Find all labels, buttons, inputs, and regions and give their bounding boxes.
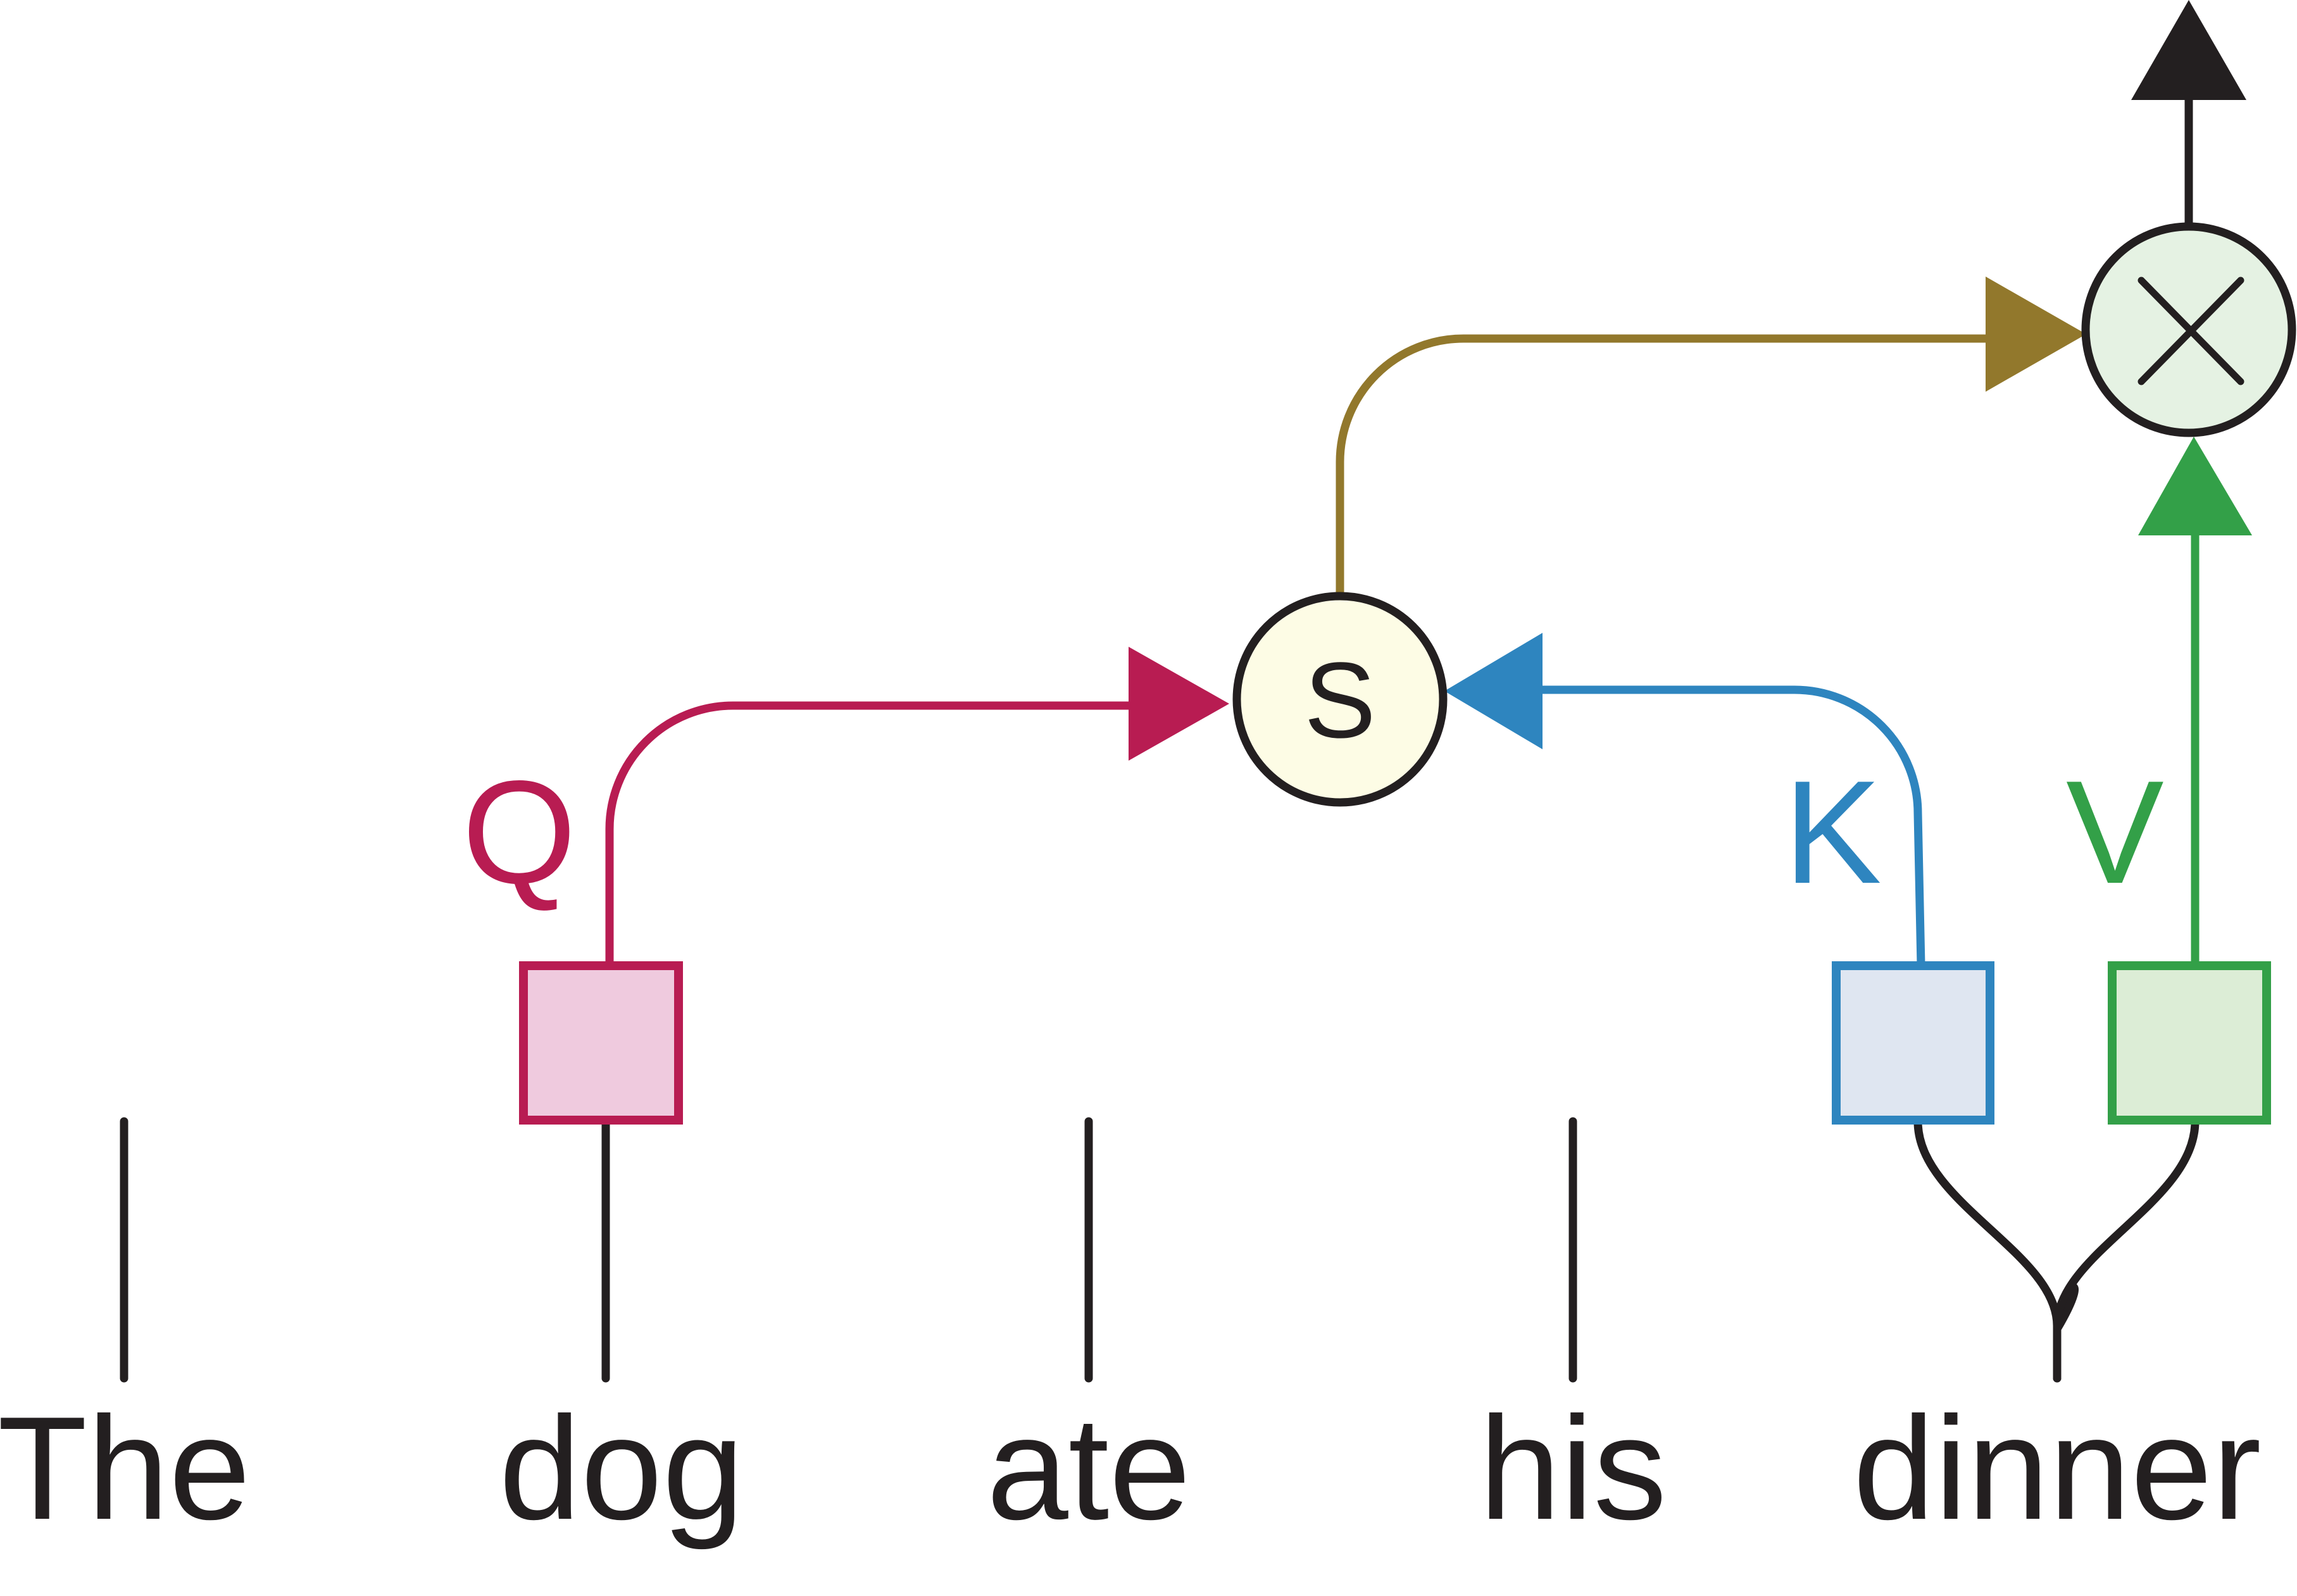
key-arrowhead-icon [1444, 633, 1543, 749]
output-arrowhead-icon [2131, 0, 2246, 100]
key-label: K [1784, 751, 1882, 914]
query-arrowhead-icon [1129, 647, 1229, 761]
value-label: V [2066, 751, 2164, 914]
value-box [2108, 961, 2271, 1125]
token-word: his [1479, 1387, 1667, 1550]
score-node [1232, 592, 1448, 807]
token-stems [120, 1117, 2079, 1383]
key-box [1832, 961, 1994, 1125]
multiply-icon [2137, 277, 2244, 385]
score-node-symbol: S [1304, 640, 1375, 761]
query-connector [605, 701, 1146, 965]
value-arrowhead-icon [2138, 437, 2252, 535]
circle-multiply-icon [2081, 222, 2296, 437]
key-connector [1519, 685, 1925, 966]
score-output-arrowhead-icon [1986, 277, 2086, 392]
query-label: Q [462, 751, 576, 914]
token-word: dinner [1853, 1387, 2262, 1550]
fork-to-key [1913, 1117, 2062, 1330]
query-box [519, 961, 683, 1125]
score-output-connector [1336, 334, 2006, 595]
circle-s-icon: S [1232, 592, 1448, 807]
token-word: The [0, 1387, 251, 1550]
fork-to-value [2053, 1117, 2200, 1330]
token-word: dog [499, 1387, 744, 1550]
token-word: ate [987, 1387, 1191, 1550]
dinner-fork [1913, 1117, 2200, 1383]
